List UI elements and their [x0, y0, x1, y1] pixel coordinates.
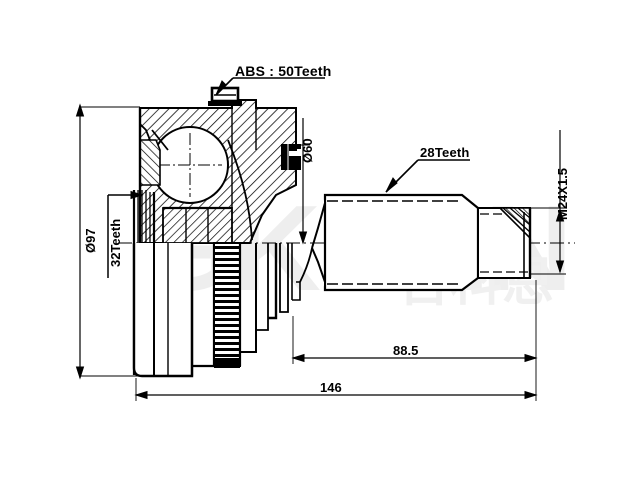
dimension-diameter-97 [75, 103, 140, 380]
label-overall-length: 146 [320, 380, 342, 395]
outer-race-elevation [132, 242, 313, 378]
outer-race-section [139, 99, 297, 244]
abs-tone-ring [208, 86, 242, 106]
dimension-length-146 [134, 364, 538, 401]
dimension-length-88-5 [291, 280, 538, 364]
leader-lines [215, 77, 470, 193]
dimension-thread-m24 [530, 130, 566, 275]
label-spline-teeth: 28Teeth [420, 145, 470, 160]
label-thread-spec: M24X1.5 [555, 167, 570, 220]
label-abs-teeth: ABS : 50Teeth [235, 63, 332, 79]
label-shaft-length: 88.5 [393, 343, 419, 358]
label-inner-teeth: 32Teeth [108, 218, 123, 267]
splined-shaft [311, 193, 480, 292]
dimension-diameter-60 [289, 118, 310, 245]
label-seal-diameter: Ø60 [300, 138, 315, 163]
seal-retainer [281, 144, 301, 170]
dimension-32-teeth [107, 190, 144, 278]
label-outer-diameter: Ø97 [83, 228, 98, 253]
threaded-end [477, 207, 532, 279]
